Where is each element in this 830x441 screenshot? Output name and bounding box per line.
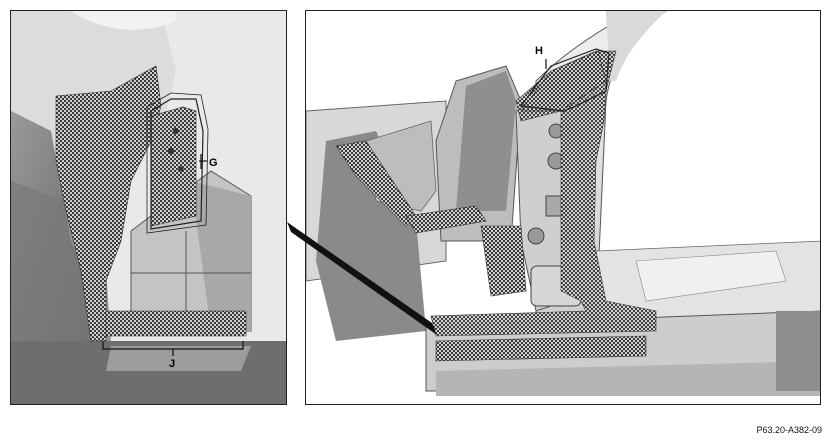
part-g-outline xyxy=(150,98,204,230)
highlight-panel xyxy=(71,11,176,30)
callout-g: G xyxy=(209,157,218,169)
hatched-area-j xyxy=(105,310,247,337)
part-g-outline-outer xyxy=(146,92,209,234)
right-illustration: H xyxy=(306,11,820,404)
rocker-lower xyxy=(436,361,820,396)
hole xyxy=(168,148,174,154)
floor-rib xyxy=(635,250,787,302)
hatched-area-rocker xyxy=(435,335,647,362)
hatched-area-lower xyxy=(480,225,527,297)
callout-h: H xyxy=(535,45,543,57)
figure-reference: P63.20-A382-09 xyxy=(756,425,822,435)
hatched-area-pillar xyxy=(55,65,162,342)
overview-view-right: H xyxy=(305,10,821,405)
rocker-end xyxy=(776,311,820,391)
lower-step xyxy=(106,346,251,371)
hole xyxy=(178,166,184,172)
part-h-outline xyxy=(519,48,610,112)
hinge-pillar-shadow xyxy=(456,71,516,211)
hole xyxy=(173,128,179,134)
detail-view-left: G J xyxy=(10,10,287,405)
hatched-area-g xyxy=(150,106,197,227)
left-illustration: G J xyxy=(11,11,286,404)
callout-j: J xyxy=(169,358,175,370)
roof-arch xyxy=(606,11,666,81)
hole xyxy=(527,227,545,245)
